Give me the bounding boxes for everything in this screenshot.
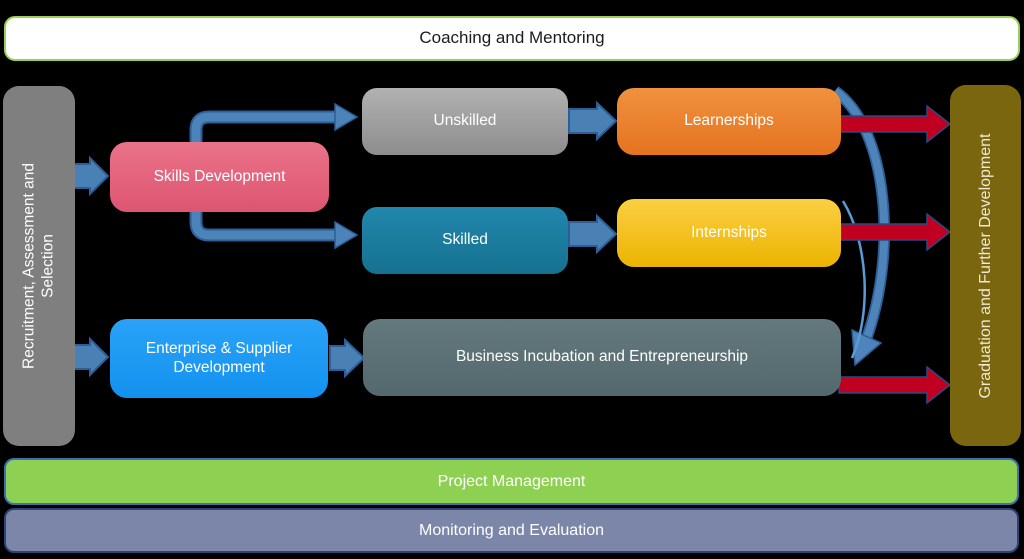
curve-internships-to-business-icon [841, 200, 866, 359]
arrow-internships-to-graduation-icon [840, 212, 952, 252]
monitoring-and-evaluation-label: Monitoring and Evaluation [418, 521, 604, 539]
recruitment-assessment-selection-bar: Recruitment, Assessment and Selection [3, 86, 75, 446]
arrow-enterprise-to-business-icon [329, 337, 366, 379]
project-management-bar: Project Management [4, 458, 1019, 505]
skills-development-box: Skills Development [110, 142, 329, 212]
graduation-further-development-bar: Graduation and Further Development [950, 85, 1021, 446]
learnerships-box: Learnerships [617, 88, 841, 155]
skilled-label: Skilled [442, 231, 488, 249]
monitoring-and-evaluation-bar: Monitoring and Evaluation [4, 508, 1019, 553]
coaching-and-mentoring-label: Coaching and Mentoring [419, 28, 605, 48]
coaching-and-mentoring-bar: Coaching and Mentoring [4, 16, 1020, 61]
arrow-skilled-to-internships-icon [568, 213, 618, 255]
arrow-recruitment-to-skills-icon [71, 155, 110, 197]
elbow-arrow-skills-to-unskilled-icon [189, 102, 359, 150]
project-management-label: Project Management [437, 472, 586, 490]
recruitment-assessment-selection-label: Recruitment, Assessment and Selection [20, 163, 57, 369]
skills-development-label: Skills Development [153, 167, 286, 185]
business-incubation-entrepreneurship-label: Business Incubation and Entrepreneurship [455, 348, 749, 366]
internships-box: Internships [617, 199, 841, 267]
arrow-recruitment-to-enterprise-icon [71, 336, 110, 378]
graduation-further-development-label: Graduation and Further Development [976, 132, 994, 399]
unskilled-box: Unskilled [362, 88, 568, 155]
internships-label: Internships [691, 223, 767, 241]
elbow-arrow-skills-to-skilled-icon [189, 204, 359, 250]
learnerships-label: Learnerships [684, 112, 774, 130]
enterprise-supplier-development-label: Enterprise & Supplier Development [145, 339, 293, 376]
curved-arrow-learnerships-to-business-icon [831, 86, 890, 367]
enterprise-supplier-development-box: Enterprise & Supplier Development [110, 319, 328, 398]
arrow-learnerships-to-graduation-icon [840, 104, 952, 144]
unskilled-label: Unskilled [433, 112, 497, 130]
skilled-box: Skilled [362, 207, 568, 274]
business-incubation-entrepreneurship-box: Business Incubation and Entrepreneurship [363, 319, 841, 396]
arrow-unskilled-to-learnerships-icon [568, 100, 618, 142]
arrow-business-to-graduation-icon [838, 365, 952, 405]
